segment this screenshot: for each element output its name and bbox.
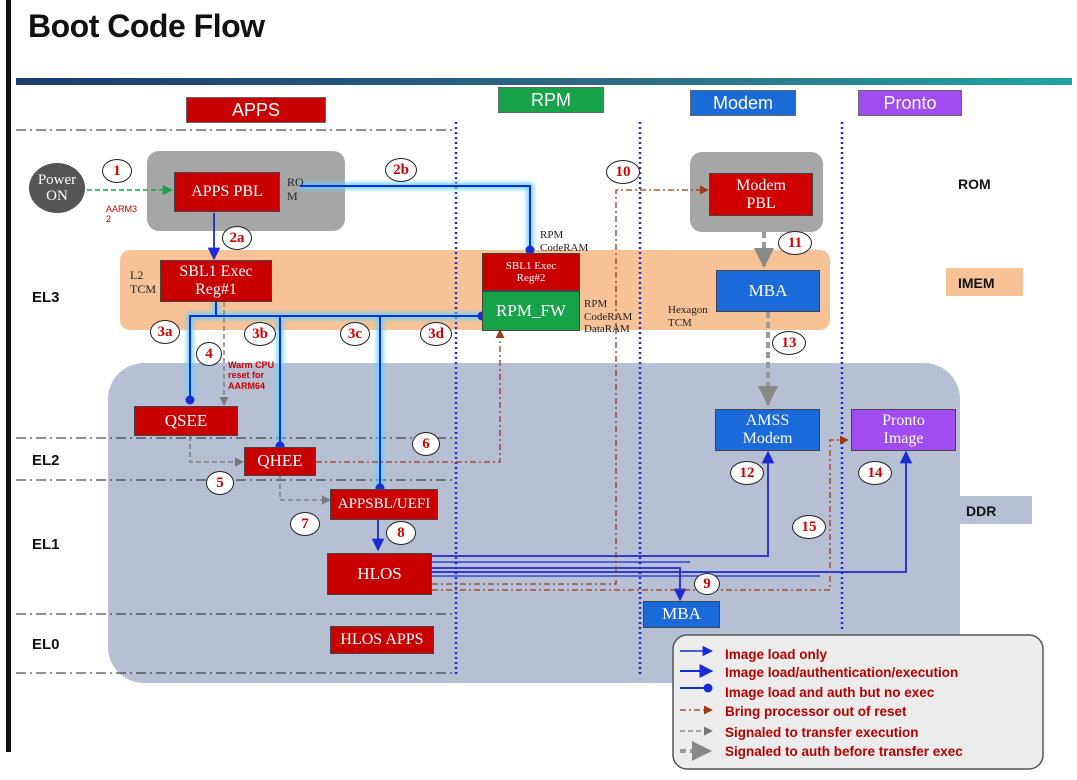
step-3c: 3c bbox=[340, 322, 370, 346]
step-3d: 3d bbox=[420, 322, 452, 346]
ddr-tab bbox=[952, 496, 1032, 524]
level-el1: EL1 bbox=[32, 536, 60, 553]
hlos-apps-node: HLOS APPS bbox=[330, 626, 434, 654]
step-5: 5 bbox=[206, 471, 234, 495]
l2tcm-label: L2 TCM bbox=[130, 268, 157, 296]
step-11: 11 bbox=[778, 231, 812, 255]
region-ddr: DDR bbox=[966, 503, 997, 519]
step-6: 6 bbox=[412, 432, 440, 456]
hexagon-tcm-label: Hexagon TCM bbox=[668, 304, 708, 329]
qhee-node: QHEE bbox=[244, 447, 316, 476]
legend-item-load-auth-no-exec: Image load and auth but no exec bbox=[725, 685, 935, 700]
rom-apps-label: RO M bbox=[287, 175, 304, 203]
step-8: 8 bbox=[386, 521, 416, 545]
step-2b: 2b bbox=[385, 158, 417, 182]
aarm32-label: AARM3 2 bbox=[106, 204, 138, 225]
rpm-coderam-dataram-label: RPM CodeRAM DataRAM bbox=[584, 298, 633, 336]
column-header-rpm: RPM bbox=[498, 87, 604, 113]
mba-imem-node: MBA bbox=[716, 270, 820, 312]
sbl1-rpm-node: SBL1 Exec Reg#2 bbox=[482, 253, 580, 291]
step-10: 10 bbox=[606, 160, 640, 184]
step-14: 14 bbox=[858, 461, 892, 485]
appsbl-node: APPSBL/UEFI bbox=[330, 489, 438, 520]
step-2a: 2a bbox=[222, 226, 252, 250]
power-on-label: Power ON bbox=[37, 171, 77, 205]
pronto-image-node: Pronto Image bbox=[851, 409, 956, 451]
legend-item-auth-before-exec: Signaled to auth before transfer exec bbox=[725, 744, 963, 759]
legend: Image load only Image load/authenticatio… bbox=[673, 635, 1043, 769]
left-accent-bar bbox=[6, 0, 11, 752]
step-7: 7 bbox=[290, 512, 320, 536]
region-imem: IMEM bbox=[958, 275, 995, 291]
legend-item-image-load-only: Image load only bbox=[725, 647, 828, 662]
power-on-node: Power ON bbox=[29, 163, 85, 213]
hlos-node: HLOS bbox=[327, 553, 432, 595]
level-el0: EL0 bbox=[32, 636, 60, 653]
step-1: 1 bbox=[102, 159, 132, 183]
modem-pbl-node: Modem PBL bbox=[709, 173, 813, 216]
step-3a: 3a bbox=[150, 320, 180, 344]
step-12: 12 bbox=[730, 461, 764, 485]
column-header-pronto: Pronto bbox=[858, 90, 962, 116]
title-rule bbox=[16, 78, 1072, 85]
step-4: 4 bbox=[196, 342, 222, 366]
sbl1-node: SBL1 Exec Reg#1 bbox=[160, 260, 272, 302]
region-rom: ROM bbox=[958, 176, 991, 192]
legend-item-load-auth-exec: Image load/authentication/execution bbox=[725, 665, 959, 680]
legend-item-transfer-exec: Signaled to transfer execution bbox=[725, 725, 919, 740]
page-title: Boot Code Flow bbox=[28, 8, 265, 44]
step-9: 9 bbox=[694, 573, 720, 595]
legend-item-out-of-reset: Bring processor out of reset bbox=[725, 704, 907, 719]
apps-pbl-node: APPS PBL bbox=[174, 172, 280, 212]
rpm-coderam-label: RPM CodeRAM bbox=[540, 229, 589, 254]
amss-modem-node: AMSS Modem bbox=[715, 409, 820, 451]
level-el3: EL3 bbox=[32, 289, 60, 306]
warm-reset-label: Warm CPU reset for AARM64 bbox=[228, 360, 275, 391]
qsee-node: QSEE bbox=[134, 406, 238, 436]
imem-tab bbox=[946, 268, 1023, 296]
step-13: 13 bbox=[772, 331, 806, 355]
step-3b: 3b bbox=[244, 322, 276, 346]
level-el2: EL2 bbox=[32, 452, 60, 469]
mba-ddr-node: MBA bbox=[643, 601, 720, 628]
column-header-modem: Modem bbox=[690, 90, 796, 116]
rpm-fw-node: RPM_FW bbox=[482, 291, 580, 331]
step-15: 15 bbox=[792, 515, 826, 539]
column-header-apps: APPS bbox=[186, 97, 326, 123]
